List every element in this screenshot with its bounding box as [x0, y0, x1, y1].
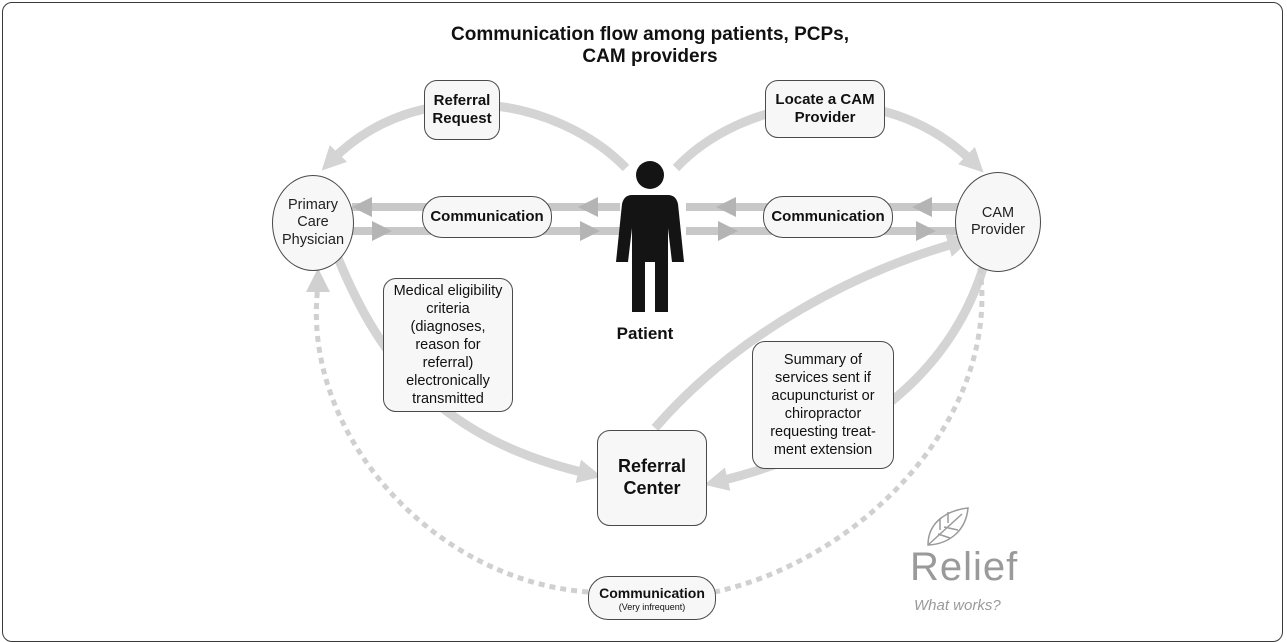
diagram-title: Communication flow among patients, PCPs,… — [451, 24, 849, 68]
box-communication-left: Communication — [422, 196, 552, 238]
box-summary-of-services: Summary of services sent if acupuncturis… — [752, 341, 894, 469]
relief-logo-name: Relief — [910, 545, 1019, 589]
dashed-arrowhead — [306, 268, 330, 292]
box-communication-right: Communication — [763, 196, 893, 238]
node-patient-label: Patient — [616, 324, 674, 343]
patient-figure-icon — [616, 161, 684, 312]
box-medical-eligibility: Medical eligibility criteria (diagnoses,… — [383, 278, 513, 412]
box-referral-request: Referral Request — [424, 80, 500, 140]
box-communication-bottom: Communication (Very infrequent) — [588, 576, 716, 620]
flow-diagram — [306, 99, 990, 595]
node-primary-care-physician: Primary Care Physician — [272, 175, 354, 271]
arrow-referral-to-cam — [651, 233, 972, 431]
relief-leaf-icon — [927, 507, 969, 546]
communication-bottom-note: (Very infrequent) — [618, 602, 686, 612]
node-referral-center: Referral Center — [597, 430, 707, 526]
dashed-loop — [313, 267, 985, 595]
comm-arrowheads — [352, 197, 936, 241]
node-cam-provider: CAM Provider — [955, 172, 1041, 272]
communication-bottom-label: Communication — [599, 585, 705, 602]
relief-logo-tagline: What works? — [914, 597, 1001, 614]
box-locate-cam-provider: Locate a CAM Provider — [765, 80, 885, 138]
